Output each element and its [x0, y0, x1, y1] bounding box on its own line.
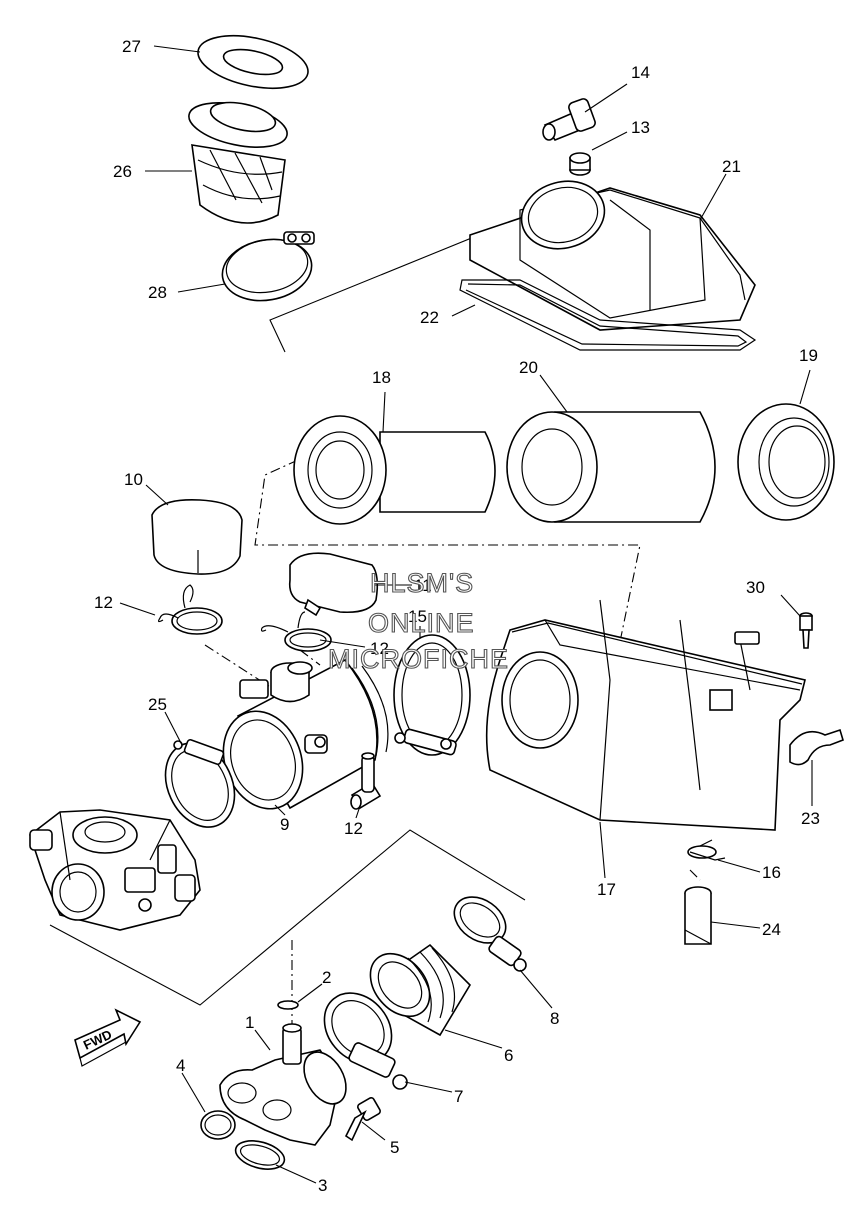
callout-5: 5	[390, 1138, 399, 1157]
part-20-seal-ring	[737, 403, 835, 521]
callout-26: 25	[148, 695, 167, 714]
part-12-clip-b	[260, 611, 332, 652]
part-8-clamp	[453, 896, 527, 972]
part-27-air-duct	[188, 101, 288, 224]
callout-9: 9	[280, 815, 289, 834]
assembly-guide-lines	[49, 199, 701, 1030]
callout-15: 14	[631, 63, 650, 82]
callout-30: 30	[746, 578, 765, 597]
watermark-line3: MICROFICHE	[328, 644, 509, 674]
callout-2: 2	[322, 968, 331, 987]
callout-19: 18	[372, 368, 391, 387]
part-9-intake-joint	[222, 658, 389, 810]
part-25-drain-hose	[684, 886, 712, 945]
part-13-fitting	[350, 752, 382, 810]
part-6-intake-boot	[369, 943, 472, 1037]
callout-21: 20	[519, 358, 538, 377]
part-28-gasket	[197, 34, 309, 90]
callout-10: 10	[124, 470, 143, 489]
callout-3: 3	[318, 1176, 327, 1195]
part-24-clip	[789, 728, 844, 766]
callout-16: 15	[408, 607, 427, 626]
callout-1: 1	[245, 1013, 254, 1032]
callout-29: 28	[148, 283, 167, 302]
carburetor	[29, 809, 201, 931]
part-3-gasket	[234, 1140, 286, 1170]
callout-28: 27	[122, 37, 141, 56]
forward-direction-arrow: FWD	[74, 1008, 142, 1067]
part-16-clamp-band	[393, 634, 471, 756]
callout-23: 22	[420, 308, 439, 327]
watermark-line1: HLSM'S	[370, 568, 474, 598]
callout-7: 7	[454, 1087, 463, 1106]
callout-24: 23	[801, 809, 820, 828]
callout-13: 12	[344, 819, 363, 838]
part-7-clamp	[323, 992, 408, 1090]
part-26-clamp	[164, 738, 236, 828]
callout-22: 21	[722, 157, 741, 176]
callout-27: 26	[113, 162, 132, 181]
part-1-intake-manifold	[219, 1023, 347, 1146]
part-15-elbow-fitting	[542, 98, 596, 141]
callout-4: 4	[176, 1056, 185, 1075]
part-22-airbox-cover	[469, 180, 756, 331]
callout-6: 6	[504, 1046, 513, 1065]
part-29-clamp	[221, 231, 315, 302]
part-19-filter-element	[293, 415, 496, 525]
part-30-screw	[799, 612, 813, 649]
part-11-cap	[288, 552, 379, 617]
callout-20: 19	[799, 346, 818, 365]
callout-12a: 12	[94, 593, 113, 612]
part-17-spring-clip	[687, 839, 726, 861]
callout-18: 17	[597, 880, 616, 899]
callout-12b: 12	[370, 639, 389, 658]
part-4-o-ring	[200, 1110, 236, 1140]
callout-14: 13	[631, 118, 650, 137]
callout-8: 8	[550, 1009, 559, 1028]
part-23-cover-gasket	[459, 279, 757, 351]
callout-leader-lines	[119, 45, 813, 1184]
part-12-clip-a	[157, 584, 223, 635]
callout-numbers: 27 26 28 14 13 21 22 18 20 19 10 11 12 1…	[94, 37, 820, 1195]
part-10-cap	[151, 498, 243, 575]
watermark: HLSM'S ONLINE MICROFICHE	[327, 567, 509, 674]
callout-25: 24	[762, 920, 781, 939]
part-2-clip	[277, 1000, 299, 1010]
callout-17: 16	[762, 863, 781, 882]
part-18-airbox	[485, 599, 806, 831]
watermark-line2: ONLINE	[368, 608, 475, 638]
part-14-grommet	[569, 152, 591, 176]
part-21-filter-element	[506, 411, 716, 523]
callout-11: 11	[414, 576, 432, 595]
part-5-bolt	[344, 1097, 381, 1142]
